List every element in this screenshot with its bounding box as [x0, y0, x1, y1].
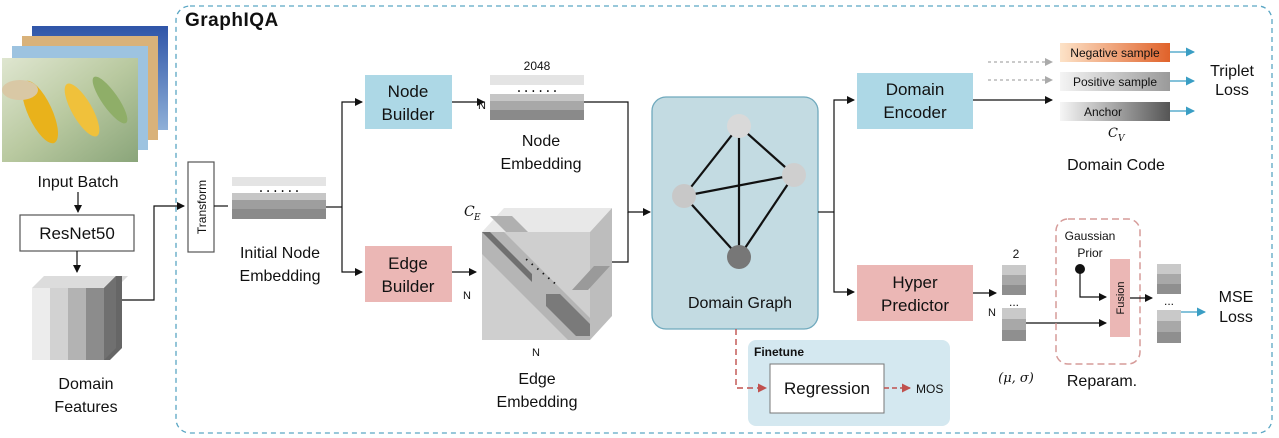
mse-loss-label-2: Loss: [1219, 309, 1253, 326]
input-batch-label: Input Batch: [38, 174, 119, 191]
domain-features-block: [32, 276, 128, 360]
fusion-output-vector: [1157, 264, 1181, 343]
mos-label: MOS: [916, 382, 943, 396]
hyper-predictor-label-1: Hyper: [892, 273, 938, 292]
triplet-loss-label-2: Loss: [1215, 82, 1249, 99]
edge-builder-label-1: Edge: [388, 254, 428, 273]
positive-sample-bar: [1060, 72, 1170, 91]
domain-features-label-2: Features: [54, 399, 117, 416]
graphiqa-frame: [175, 5, 1273, 434]
predictor-output-vector: [1002, 265, 1026, 341]
fusion-box: [1110, 259, 1130, 337]
node-embedding-block: [490, 75, 584, 120]
negative-sample-label: Negative sample: [1070, 46, 1160, 60]
edge-builder-label-2: Builder: [382, 277, 435, 296]
domain-code-label: Domain Code: [1067, 157, 1165, 174]
cv-label: C: [1108, 126, 1118, 141]
domain-graph-box: [651, 96, 819, 330]
node-builder-box: [365, 75, 452, 129]
initial-node-label-2: Embedding: [240, 268, 321, 285]
edge-ce-label: C: [464, 204, 475, 220]
pred-dots: ...: [1009, 295, 1019, 309]
node-dim-label: 2048: [524, 59, 551, 73]
triplet-loss-label-1: Triplet: [1210, 63, 1254, 80]
domain-encoder-label-2: Encoder: [883, 103, 947, 122]
domain-graph-label: Domain Graph: [688, 295, 792, 312]
edge-ce-sub: E: [473, 213, 481, 223]
transform-box: [187, 161, 215, 253]
domain-features-label-1: Domain: [58, 376, 113, 393]
graph-node-bottom: [727, 245, 751, 269]
reparam-box: [1055, 218, 1141, 365]
domain-encoder-box: [857, 73, 973, 129]
node-n-label: N: [478, 100, 486, 112]
hyper-predictor-label-2: Predictor: [881, 296, 949, 315]
input-batch-images: [2, 26, 168, 162]
node-embedding-dots: ......: [515, 81, 558, 95]
reparam-label: Reparam.: [1067, 373, 1137, 390]
gaussian-prior-label-2: Prior: [1077, 246, 1102, 260]
pred-n-label: N: [988, 307, 996, 319]
edge-n-side-label: N: [463, 290, 471, 302]
initial-node-dots: ......: [257, 181, 300, 195]
edge-embedding-block: [482, 208, 612, 340]
node-builder-label-2: Builder: [382, 105, 435, 124]
finetune-label: Finetune: [754, 345, 804, 359]
edge-embedding-label-1: Edge: [518, 371, 555, 388]
negative-sample-bar: [1060, 43, 1170, 62]
positive-sample-label: Positive sample: [1073, 75, 1157, 89]
initial-node-embedding-block: [232, 177, 326, 219]
node-embedding-label-2: Embedding: [501, 156, 582, 173]
domain-encoder-label-1: Domain: [886, 80, 945, 99]
node-builder-label-1: Node: [388, 82, 429, 101]
regression-label: Regression: [784, 379, 870, 398]
domain-graph-edges: [683, 125, 795, 258]
resnet-label: ResNet50: [39, 224, 115, 243]
fusion-dots: ...: [1164, 294, 1174, 308]
pred-dim-label: 2: [1013, 247, 1020, 261]
fusion-label: Fusion: [1115, 281, 1127, 314]
edge-n-bottom-label: N: [532, 347, 540, 359]
graph-node-left: [672, 184, 696, 208]
graph-node-top: [727, 114, 751, 138]
edge-embedding-label-2: Embedding: [497, 394, 578, 411]
mse-loss-label-1: MSE: [1219, 289, 1254, 306]
transform-label: Transform: [195, 180, 209, 234]
edge-builder-box: [365, 246, 452, 302]
cv-sub: V: [1118, 134, 1126, 144]
hyper-predictor-box: [857, 265, 973, 321]
node-embedding-label-1: Node: [522, 133, 560, 150]
anchor-label: Anchor: [1084, 105, 1122, 119]
framework-title: GraphIQA: [185, 10, 279, 31]
initial-node-label-1: Initial Node: [240, 245, 320, 262]
mu-sigma-label: (μ, σ): [998, 371, 1034, 386]
gaussian-prior-label-1: Gaussian: [1065, 229, 1116, 243]
graph-node-right: [782, 163, 806, 187]
anchor-bar: [1060, 102, 1170, 121]
